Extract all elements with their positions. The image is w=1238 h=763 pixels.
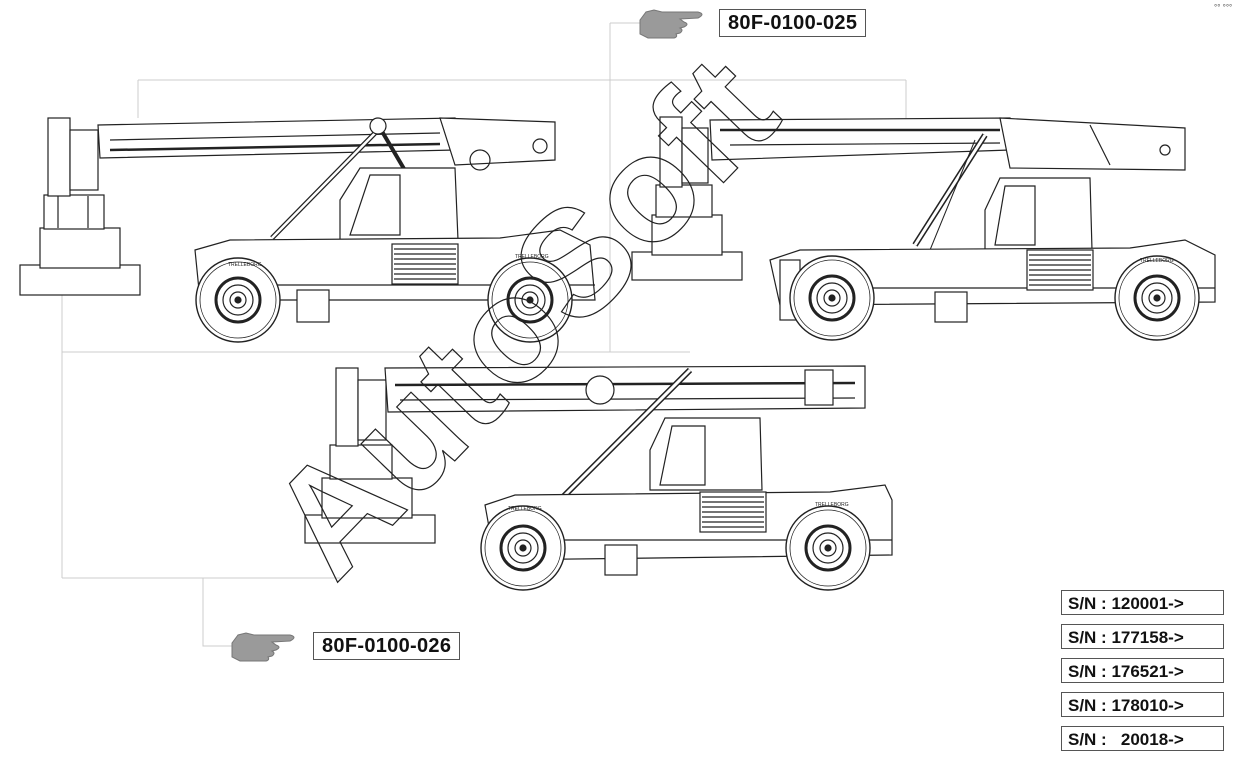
reach-stacker-variant-3 — [304, 365, 893, 592]
serial-number-2: S/N : 177158-> — [1061, 624, 1224, 649]
part-reference-top-link[interactable]: 80F-0100-025 — [719, 9, 867, 37]
connector-lines — [61, 22, 907, 647]
serial-number-4: S/N : 178010-> — [1061, 692, 1224, 717]
part-reference-bottom-link[interactable]: 80F-0100-026 — [313, 632, 461, 660]
tire-brand-5: TRELLEBORG — [815, 502, 849, 508]
tire-brand-3: TRELLEBORG — [1140, 258, 1174, 264]
pointer-hand-icon-bottom — [231, 632, 295, 662]
tire-brand-1: TRELLEBORG — [228, 262, 262, 268]
serial-number-5: S/N : 20018-> — [1061, 726, 1224, 751]
tire-brand-2: TRELLEBORG — [515, 254, 549, 260]
tire-brand-4: TRELLEBORG — [508, 506, 542, 512]
serial-number-1: S/N : 120001-> — [1061, 590, 1224, 615]
serial-number-3: S/N : 176521-> — [1061, 658, 1224, 683]
reach-stacker-variant-2 — [631, 116, 1216, 342]
reach-stacker-variant-1 — [19, 117, 596, 344]
corner-mark: °° °°° — [1214, 3, 1233, 12]
